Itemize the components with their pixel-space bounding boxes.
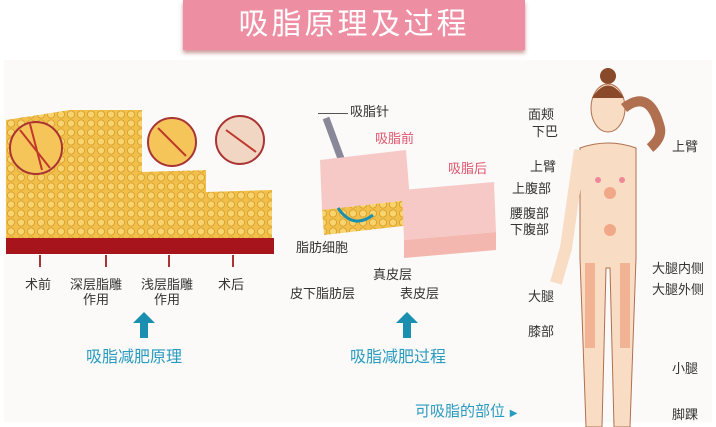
skin-process-diagram: [320, 116, 496, 258]
body-label-ankle: 脚踝: [672, 408, 699, 423]
body-label-upper-arm: 上臂: [530, 160, 557, 175]
body-label-inner-thigh: 大腿内侧: [652, 262, 705, 277]
fat-cell-label: 脂肪细胞: [296, 241, 349, 256]
body-caption: 可吸脂的部位 ▶: [415, 402, 518, 420]
body-label-knee: 膝部: [528, 325, 555, 340]
epidermis-label: 表皮层: [400, 287, 440, 302]
body-label-lower-abdomen: 下腹部: [510, 223, 550, 238]
body-label-thigh: 大腿: [528, 290, 555, 305]
body-label-upper-abdomen: 上腹部: [512, 182, 552, 197]
body-figure: [550, 68, 666, 427]
arrow-up-icon: [396, 312, 418, 342]
stage-label: 术后: [218, 278, 245, 293]
body-label-cheek: 面颊: [528, 108, 555, 123]
subcutaneous-label: 皮下脂肪层: [290, 287, 356, 302]
stage-label: 深层脂雕作用: [70, 278, 123, 308]
needle-label: 吸脂针: [350, 105, 390, 120]
dermis-label: 真皮层: [373, 268, 413, 283]
body-label-calf: 小腿: [672, 362, 699, 377]
body-label-outer-thigh: 大腿外侧: [652, 283, 705, 298]
body-label-waist: 腰腹部: [510, 207, 550, 222]
base-layer: [6, 238, 274, 254]
body-label-upper-arm-right: 上臂: [672, 140, 699, 155]
fat-layer-diagram: [6, 110, 274, 254]
stage-label: 术前: [25, 278, 52, 293]
principle-caption: 吸脂减肥原理: [86, 347, 183, 366]
after-label: 吸脂后: [448, 162, 488, 177]
arrow-up-icon: [133, 312, 155, 342]
body-label-chin: 下巴: [532, 125, 559, 140]
stage-after-block: [206, 190, 272, 240]
process-caption: 吸脂减肥过程: [350, 347, 447, 366]
stage-label: 浅层脂雕作用: [141, 278, 194, 308]
before-label: 吸脂前: [375, 132, 415, 147]
page-title: 吸脂原理及过程: [183, 0, 525, 50]
stage-deep-block: [70, 110, 142, 240]
stage-shallow-block: [142, 170, 206, 240]
